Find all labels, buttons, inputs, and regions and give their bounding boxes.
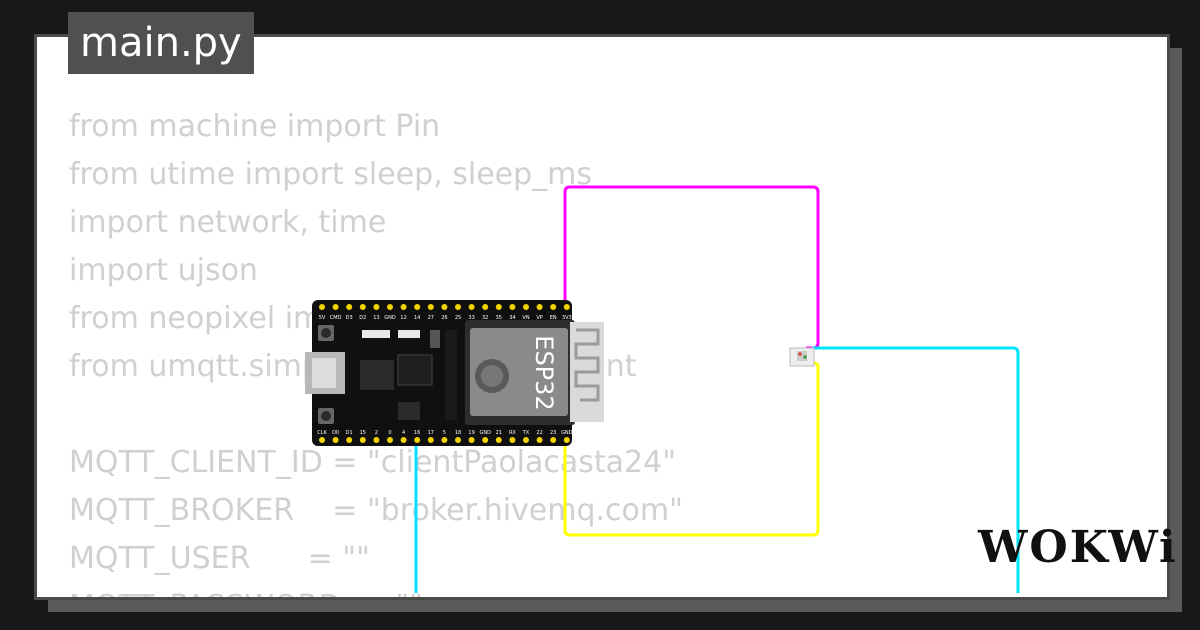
top-pin-label: 12 [400, 315, 406, 321]
bottom-pin-label: 19 [468, 430, 474, 436]
top-pin[interactable] [359, 304, 366, 310]
bottom-pin[interactable] [414, 437, 421, 443]
top-pin[interactable] [414, 304, 421, 310]
bottom-pin-label: CLK [317, 430, 327, 436]
simulator-canvas[interactable]: from machine import Pin from utime import… [34, 34, 1170, 600]
bottom-pin[interactable] [523, 437, 529, 443]
top-pin[interactable] [373, 304, 380, 310]
bottom-pin-label: 18 [455, 430, 461, 436]
top-pin-row: 5V CMD D3 D2 13 GND 12 14 27 26 25 33 32 35 34 VN VP EN 3V… [319, 304, 572, 321]
top-pin-label: 26 [441, 315, 447, 321]
top-pin[interactable] [400, 304, 407, 310]
top-pin-label: VN [522, 315, 529, 321]
top-pin-label: 35 [496, 315, 502, 321]
code-line: MQTT_CLIENT_ID = "clientPaolacasta24" [69, 445, 677, 480]
bottom-pin-label: 21 [496, 430, 502, 436]
bottom-pin[interactable] [482, 437, 489, 443]
bottom-pin-label: GND [561, 430, 573, 436]
top-pin-label: 32 [482, 315, 488, 321]
bottom-pin[interactable] [359, 437, 366, 443]
top-pin[interactable] [332, 304, 339, 310]
top-pin[interactable] [455, 304, 461, 310]
top-pin[interactable] [319, 304, 325, 310]
bottom-pin[interactable] [427, 437, 434, 443]
top-pin[interactable] [468, 304, 475, 310]
bottom-pin[interactable] [332, 437, 339, 443]
code-line: from machine import Pin [69, 109, 441, 144]
bottom-pin-label: 4 [402, 430, 405, 436]
code-line: import network, time [69, 205, 387, 240]
bottom-pin[interactable] [495, 437, 502, 443]
top-pin-label: 13 [373, 315, 379, 321]
top-pin-label: GND [384, 315, 396, 321]
bottom-pin-label: GND [479, 430, 491, 436]
bottom-pin-label: 23 [550, 430, 556, 436]
bottom-pin[interactable] [441, 437, 448, 443]
top-pin-label: EN [550, 315, 557, 321]
top-pin[interactable] [441, 304, 448, 310]
top-pin-label: CMD [330, 315, 342, 321]
top-pin[interactable] [495, 304, 502, 310]
bottom-pin[interactable] [563, 437, 570, 443]
bottom-pin-label: RX [509, 430, 516, 436]
code-line: import ujson [69, 253, 258, 288]
top-pin[interactable] [536, 304, 543, 310]
ground-wire[interactable] [563, 358, 820, 537]
file-tab[interactable]: main.py [68, 12, 254, 74]
top-pin-label: 27 [428, 315, 434, 321]
bottom-pin-label: 15 [360, 430, 366, 436]
top-pin-label: 5V [319, 315, 326, 321]
code-line: from utime import sleep, sleep_ms [69, 157, 593, 192]
chip-label: ESP32 [530, 335, 558, 410]
bottom-pin-label: 2 [375, 430, 378, 436]
bottom-pin-label: D1 [346, 430, 353, 436]
bottom-pin-label: 0 [388, 430, 391, 436]
top-pin-label: D3 [346, 315, 353, 321]
top-pin[interactable] [523, 304, 529, 310]
bottom-pin[interactable] [550, 437, 557, 443]
bottom-pin[interactable] [373, 437, 380, 443]
bottom-pin-label: TX [522, 430, 530, 436]
bottom-pin[interactable] [536, 437, 543, 443]
neopixel-led[interactable] [789, 347, 815, 367]
bottom-pin[interactable] [400, 437, 407, 443]
top-pin-label: 33 [468, 315, 474, 321]
bottom-pin-label: 16 [414, 430, 420, 436]
top-pin-label: 14 [414, 315, 420, 321]
code-line: MQTT_USER = "" [69, 541, 370, 576]
top-pin[interactable] [509, 304, 516, 310]
top-pin-label: 25 [455, 315, 461, 321]
bottom-pin[interactable] [509, 437, 516, 443]
bottom-pin[interactable] [468, 437, 475, 443]
bottom-pin[interactable] [455, 437, 461, 443]
bottom-pin[interactable] [387, 437, 393, 443]
bottom-pin[interactable] [319, 437, 325, 443]
top-pin[interactable] [563, 304, 570, 310]
wokwi-logo: WOKWi [978, 522, 1178, 573]
bottom-pin-label: D0 [332, 430, 339, 436]
bottom-pin-row: CLK D0 D1 15 2 0 4 16 17 5 18 19 GND 21 RX TX 22 23 GND [317, 430, 573, 443]
top-pin[interactable] [482, 304, 489, 310]
top-pin-label: D2 [359, 315, 366, 321]
bottom-pin-label: 5 [443, 430, 446, 436]
top-pin[interactable] [346, 304, 353, 310]
top-pin[interactable] [427, 304, 434, 310]
top-pin-label: 34 [509, 315, 515, 321]
top-pin-label: 3V3 [562, 315, 572, 321]
top-pin[interactable] [387, 304, 393, 310]
top-pin[interactable] [550, 304, 557, 310]
bottom-pin-label: 22 [536, 430, 542, 436]
code-line: MQTT_BROKER = "broker.hivemq.com" [69, 493, 683, 528]
top-pin-label: VP [536, 315, 542, 321]
bottom-pin[interactable] [346, 437, 353, 443]
data-out-wire[interactable] [812, 346, 1020, 600]
code-line: MQTT_PASSWORD = "" [69, 583, 683, 597]
bottom-pin-label: 17 [428, 430, 434, 436]
